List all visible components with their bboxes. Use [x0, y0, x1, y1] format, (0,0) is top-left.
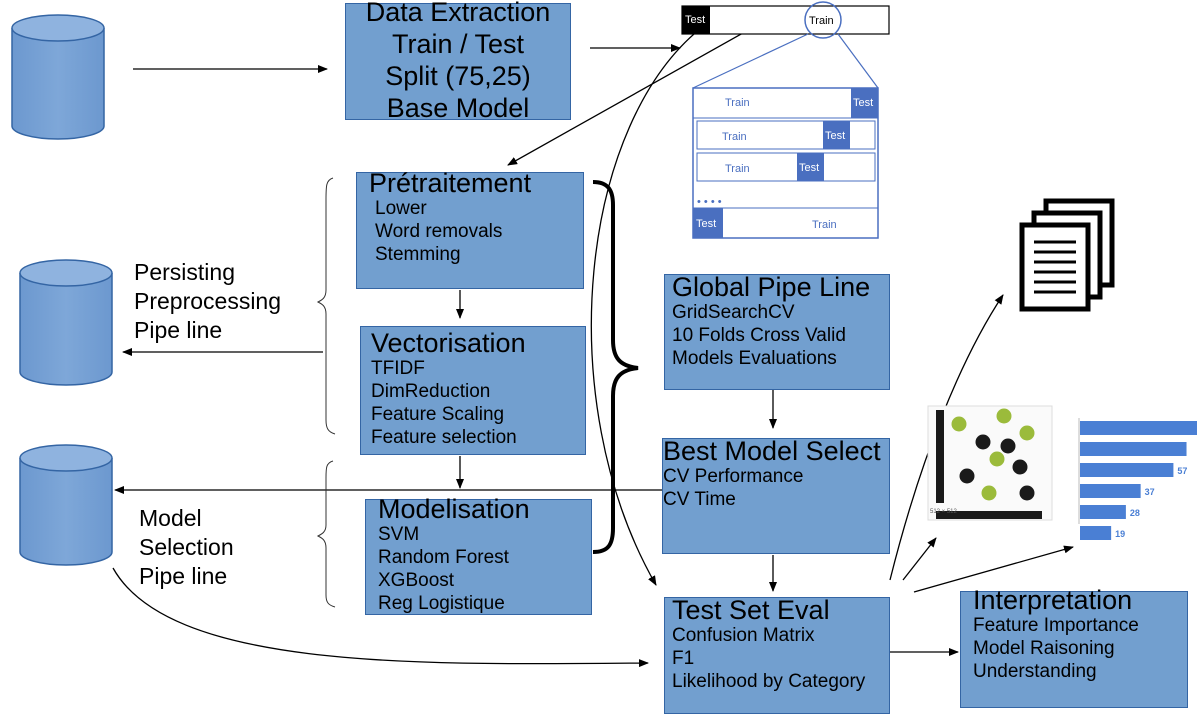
- scatter-dot-4: [975, 434, 991, 450]
- brace-model-selection: [316, 460, 336, 608]
- global-pipeline-item-evaluations: Models Evaluations: [672, 348, 837, 369]
- interpretation-box[interactable]: Interpretation Feature Importance Model …: [960, 586, 1188, 708]
- test-set-eval-item-likelihood: Likelihood by Category: [672, 671, 866, 692]
- vectorisation-title: Vectorisation: [371, 328, 526, 358]
- interpretation-item-feature-importance: Feature Importance: [973, 615, 1139, 636]
- split-train-label: Train: [809, 15, 834, 27]
- vectorisation-box[interactable]: Vectorisation TFIDF DimReduction Feature…: [360, 326, 586, 455]
- scatter-dot-7: [1012, 459, 1028, 475]
- extraction-line-3: Split (75,25): [385, 61, 531, 91]
- bar-thumb-label-3: 57: [1177, 466, 1187, 476]
- fold2-test: Test: [825, 130, 845, 142]
- model-selection-label-line-3: Pipe line: [139, 563, 228, 589]
- data-extraction-box[interactable]: Data Extraction Train / Test Split (75,2…: [345, 0, 571, 123]
- fold5-test: Test: [696, 218, 716, 230]
- scatter-dot-1: [951, 416, 967, 432]
- fold1-train: Train: [725, 97, 750, 109]
- pretraitement-item-stemming: Stemming: [375, 244, 461, 265]
- test-set-eval-box[interactable]: Test Set Eval Confusion Matrix F1 Likeli…: [664, 595, 890, 714]
- persisting-label-line-3: Pipe line: [134, 317, 223, 343]
- test-set-eval-item-confusion: Confusion Matrix: [672, 625, 815, 646]
- scatter-dot-3: [1019, 425, 1035, 441]
- modelisation-item-svm: SVM: [378, 524, 420, 545]
- scatter-caption: 512 × 512: [930, 509, 958, 515]
- arrow-test-to-scatter: [902, 537, 937, 581]
- scatter-dot-5: [1000, 438, 1016, 454]
- fold5-train: Train: [812, 219, 837, 231]
- fold-ellipsis: • • • •: [697, 196, 722, 208]
- model-selection-label-line-2: Selection: [139, 534, 234, 560]
- database-icon-top: [11, 14, 105, 140]
- pretraitement-title: Prétraitement: [369, 168, 532, 198]
- database-icon-persisting: [19, 259, 113, 386]
- vectorisation-item-feature-selection: Feature selection: [371, 427, 517, 448]
- persisting-label-line-1: Persisting: [134, 259, 235, 285]
- test-set-eval-item-f1: F1: [672, 648, 695, 669]
- global-pipeline-box[interactable]: Global Pipe Line GridSearchCV 10 Folds C…: [664, 272, 890, 390]
- fold1-test: Test: [853, 97, 873, 109]
- bar-thumbnail: 57 37 28 19: [1078, 418, 1197, 540]
- arrow-split-to-test-eval: [590, 24, 706, 586]
- interpretation-item-understanding: Understanding: [973, 661, 1097, 682]
- interpretation-title: Interpretation: [973, 585, 1133, 615]
- scatter-dot-9: [981, 485, 997, 501]
- database-icon-model-selection: [19, 444, 113, 566]
- pretraitement-box[interactable]: Prétraitement Lower Word removals Stemmi…: [356, 168, 584, 289]
- modelisation-title: Modelisation: [378, 494, 530, 524]
- scatter-dot-2: [996, 408, 1012, 424]
- modelisation-item-reg-logistique: Reg Logistique: [378, 593, 505, 614]
- pretraitement-item-word-removals: Word removals: [375, 221, 503, 242]
- best-model-item-cv-performance: CV Performance: [663, 466, 804, 487]
- split-test-label: Test: [685, 14, 705, 26]
- brace-global: [592, 180, 639, 554]
- modelisation-item-xgboost: XGBoost: [378, 570, 455, 591]
- global-pipeline-item-cross-valid: 10 Folds Cross Valid: [672, 325, 846, 346]
- persisting-pipeline-label: Persisting Preprocessing Pipe line: [134, 258, 281, 345]
- arrow-test-to-bars: [913, 545, 1074, 593]
- best-model-box[interactable]: Best Model Select CV Performance CV Time: [662, 436, 890, 554]
- fold2-train: Train: [722, 131, 747, 143]
- fold3-train: Train: [725, 163, 750, 175]
- best-model-item-cv-time: CV Time: [663, 489, 736, 510]
- documents-icon: [1019, 198, 1115, 312]
- fold3-test: Test: [799, 162, 819, 174]
- bar-thumb-bar-5: [1080, 505, 1126, 519]
- extraction-line-1: Data Extraction: [365, 0, 551, 27]
- scatter-thumbnail: 512 × 512: [927, 405, 1053, 521]
- bar-thumb-bar-3: [1080, 463, 1174, 477]
- extraction-line-4: Base Model: [386, 93, 530, 123]
- best-model-title: Best Model Select: [663, 436, 881, 466]
- global-pipeline-title: Global Pipe Line: [672, 272, 871, 302]
- modelisation-box[interactable]: Modelisation SVM Random Forest XGBoost R…: [365, 495, 592, 615]
- bar-thumb-label-4: 37: [1145, 487, 1155, 497]
- bar-thumb-label-5: 28: [1130, 508, 1140, 518]
- model-selection-label-line-1: Model: [139, 505, 202, 531]
- scatter-dot-6: [989, 451, 1005, 467]
- modelisation-item-random-forest: Random Forest: [378, 547, 509, 568]
- pretraitement-item-lower: Lower: [375, 198, 427, 219]
- test-set-eval-title: Test Set Eval: [672, 595, 830, 625]
- bar-thumb-bar-4: [1080, 484, 1141, 498]
- extraction-line-2: Train / Test: [391, 29, 525, 59]
- brace-persisting: [316, 177, 336, 435]
- vectorisation-item-feature-scaling: Feature Scaling: [371, 404, 505, 425]
- bar-thumb-label-6: 19: [1115, 529, 1125, 539]
- bar-thumb-bar-2: [1080, 442, 1187, 456]
- scatter-dot-10: [1019, 485, 1035, 501]
- interpretation-item-model-raisoning: Model Raisoning: [973, 638, 1115, 659]
- arrow-model-db-to-test: [112, 567, 649, 668]
- vectorisation-item-tfidf: TFIDF: [371, 358, 425, 379]
- scatter-dot-8: [959, 468, 975, 484]
- bar-thumb-bar-1: [1080, 421, 1197, 435]
- arrow-split-to-pretraitement: [507, 14, 776, 166]
- model-selection-pipeline-label: Model Selection Pipe line: [139, 504, 234, 591]
- persisting-label-line-2: Preprocessing: [134, 288, 282, 314]
- split-illustration: Test Train Train Test Train Test Train T…: [681, 1, 890, 239]
- global-pipeline-item-gridsearch: GridSearchCV: [672, 302, 795, 323]
- bar-thumb-bar-6: [1080, 526, 1112, 540]
- vectorisation-item-dimreduction: DimReduction: [371, 381, 491, 402]
